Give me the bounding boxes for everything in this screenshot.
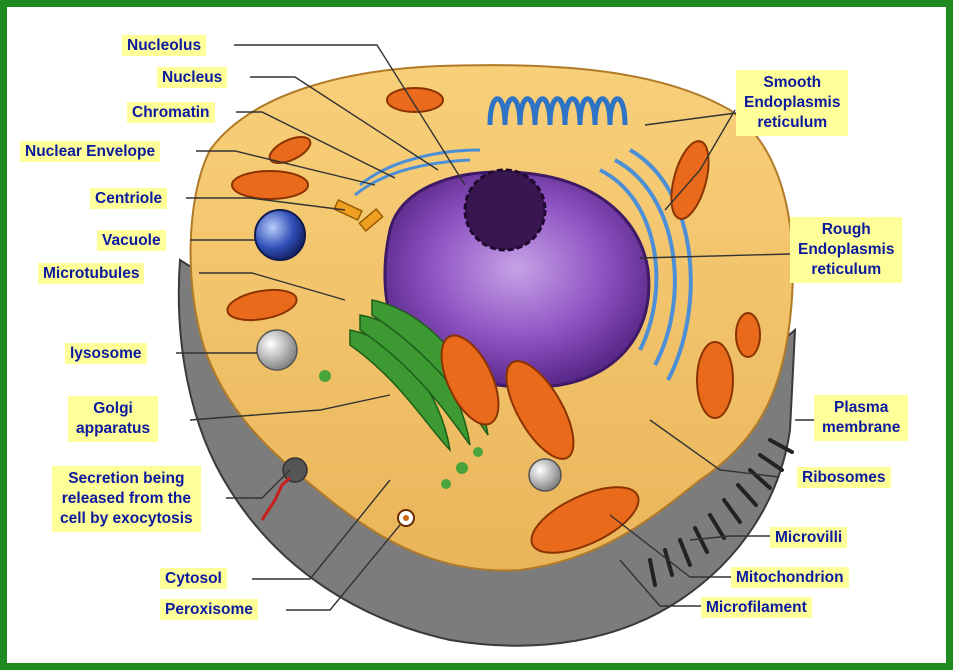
exocytosis-pocket [283,458,307,482]
nucleolus-shape [465,170,545,250]
label-cytosol: Cytosol [160,568,227,589]
label-golgi-apparatus: Golgi apparatus [68,396,158,442]
label-peroxisome: Peroxisome [160,599,258,620]
label-golgi-text: Golgi apparatus [76,400,150,437]
label-vacuole: Vacuole [97,230,166,251]
label-microvilli: Microvilli [770,527,847,548]
label-secretion: Secretion being released from the cell b… [52,466,201,532]
label-smooth-er: Smooth Endoplasmis reticulum [736,70,848,136]
label-microtubules: Microtubules [38,263,144,284]
vacuole-shape [255,210,305,260]
label-ribosomes: Ribosomes [797,467,891,488]
label-mitochondrion: Mitochondrion [731,567,849,588]
label-chromatin: Chromatin [127,102,215,123]
label-microfilament: Microfilament [701,597,812,618]
label-rough-er: Rough Endoplasmis reticulum [790,217,902,283]
label-plasma-membrane-text: Plasma membrane [822,399,900,436]
label-rough-er-text: Rough Endoplasmis reticulum [798,221,894,278]
label-lysosome: lysosome [65,343,147,364]
label-nuclear-envelope: Nuclear Envelope [20,141,160,162]
label-nucleolus: Nucleolus [122,35,206,56]
label-secretion-text: Secretion being released from the cell b… [60,470,193,527]
vesicle-shape [529,459,561,491]
lysosome-shape [257,330,297,370]
label-centriole: Centriole [90,188,167,209]
label-plasma-membrane: Plasma membrane [814,395,908,441]
label-nucleus: Nucleus [157,67,227,88]
label-smooth-er-text: Smooth Endoplasmis reticulum [744,74,840,131]
